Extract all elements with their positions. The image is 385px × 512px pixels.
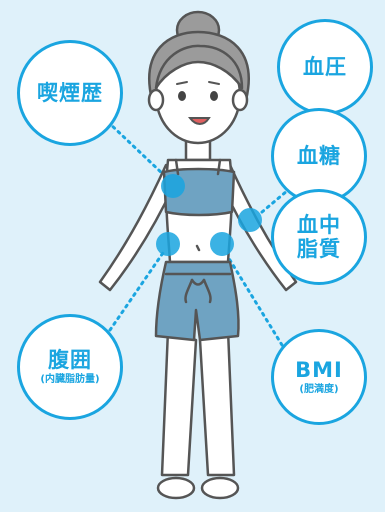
bmi-sublabel: (肥満度)	[299, 384, 338, 396]
right-foot	[202, 478, 238, 498]
blood-pressure-bubble: 血圧	[277, 19, 373, 115]
left-foot	[158, 478, 194, 498]
blood-lipid-label: 血中 脂質	[297, 213, 341, 261]
bmi-label: BMI	[295, 358, 343, 382]
smoking-history-label: 喫煙歴	[37, 81, 103, 105]
waist-sublabel: (内臓脂肪量)	[40, 374, 99, 386]
waist-bubble: 腹囲 (内臓脂肪量)	[17, 314, 123, 420]
smoking-history-bubble: 喫煙歴	[17, 40, 123, 146]
waist-label: 腹囲	[48, 348, 92, 372]
bmi-bubble: BMI (肥満度)	[271, 329, 367, 425]
blood-lipid-bubble: 血中 脂質	[271, 189, 367, 285]
left-leg	[162, 330, 196, 475]
blood-pressure-label: 血圧	[303, 55, 347, 79]
right-leg	[200, 330, 234, 475]
blood-sugar-label: 血糖	[297, 144, 341, 168]
